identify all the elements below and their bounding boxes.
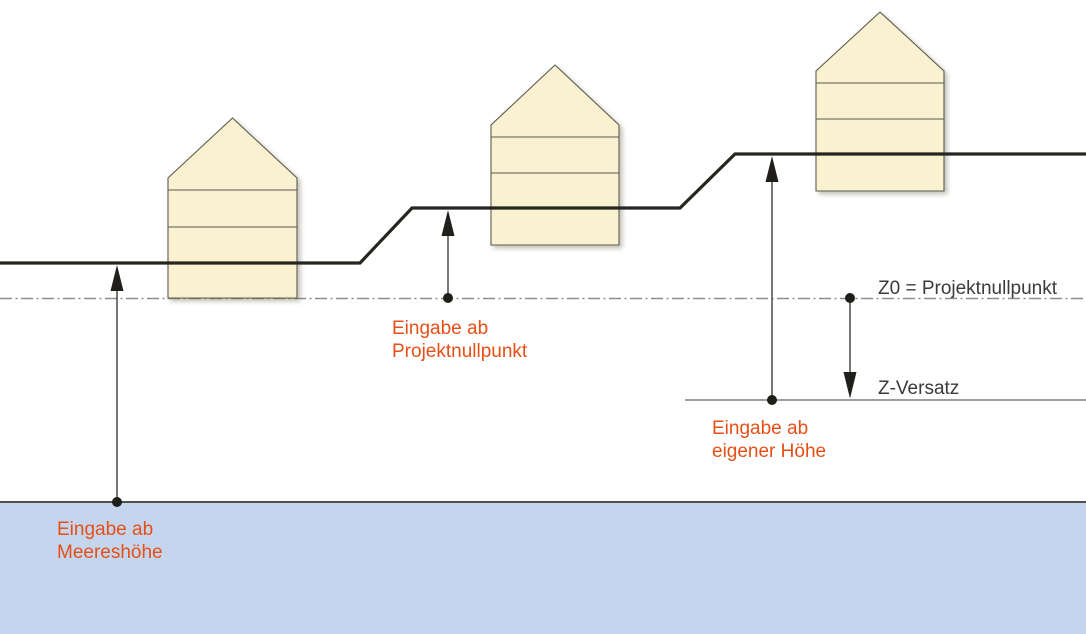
- label-sea-level-line2: Meereshöhe: [57, 542, 163, 563]
- label-project-zero-line1: Eingabe ab: [392, 318, 489, 339]
- arrow-head-up: [765, 156, 779, 182]
- label-own-height: Eingabe ab eigener Höhe: [712, 417, 826, 463]
- house-2: [490, 64, 620, 246]
- label-project-zero-line2: Projektnullpunkt: [392, 341, 528, 362]
- arrow-origin-dot: [845, 293, 855, 303]
- label-own-height-line2: eigener Höhe: [712, 441, 827, 462]
- house-2-body: [490, 64, 620, 246]
- terrain-line: [0, 152, 1086, 265]
- arrow-head-up: [110, 265, 124, 291]
- arrow-origin-dot: [112, 497, 122, 507]
- arrow-origin-dot: [767, 395, 777, 405]
- label-z0-datum: Z0 = Projektnullpunkt: [878, 278, 1058, 299]
- house-1: [167, 117, 298, 299]
- label-sea-level: Eingabe ab Meereshöhe: [57, 518, 163, 564]
- project-zero-height-arrow: [441, 210, 455, 303]
- label-own-height-line1: Eingabe ab: [712, 418, 809, 439]
- z-offset-arrow: [843, 293, 857, 399]
- house-1-body: [167, 117, 298, 299]
- arrow-origin-dot: [443, 293, 453, 303]
- house-3: [815, 11, 945, 192]
- arrow-head-up: [441, 210, 455, 236]
- label-project-zero: Eingabe ab Projektnullpunkt: [392, 317, 527, 363]
- house-3-body: [815, 11, 945, 192]
- label-z-offset: Z-Versatz: [878, 378, 960, 399]
- label-sea-level-line1: Eingabe ab: [57, 519, 154, 540]
- arrow-head-down: [843, 372, 857, 399]
- sea: [0, 502, 1086, 634]
- own-height-arrow: [765, 156, 779, 405]
- sea-level-height-arrow: [110, 265, 124, 507]
